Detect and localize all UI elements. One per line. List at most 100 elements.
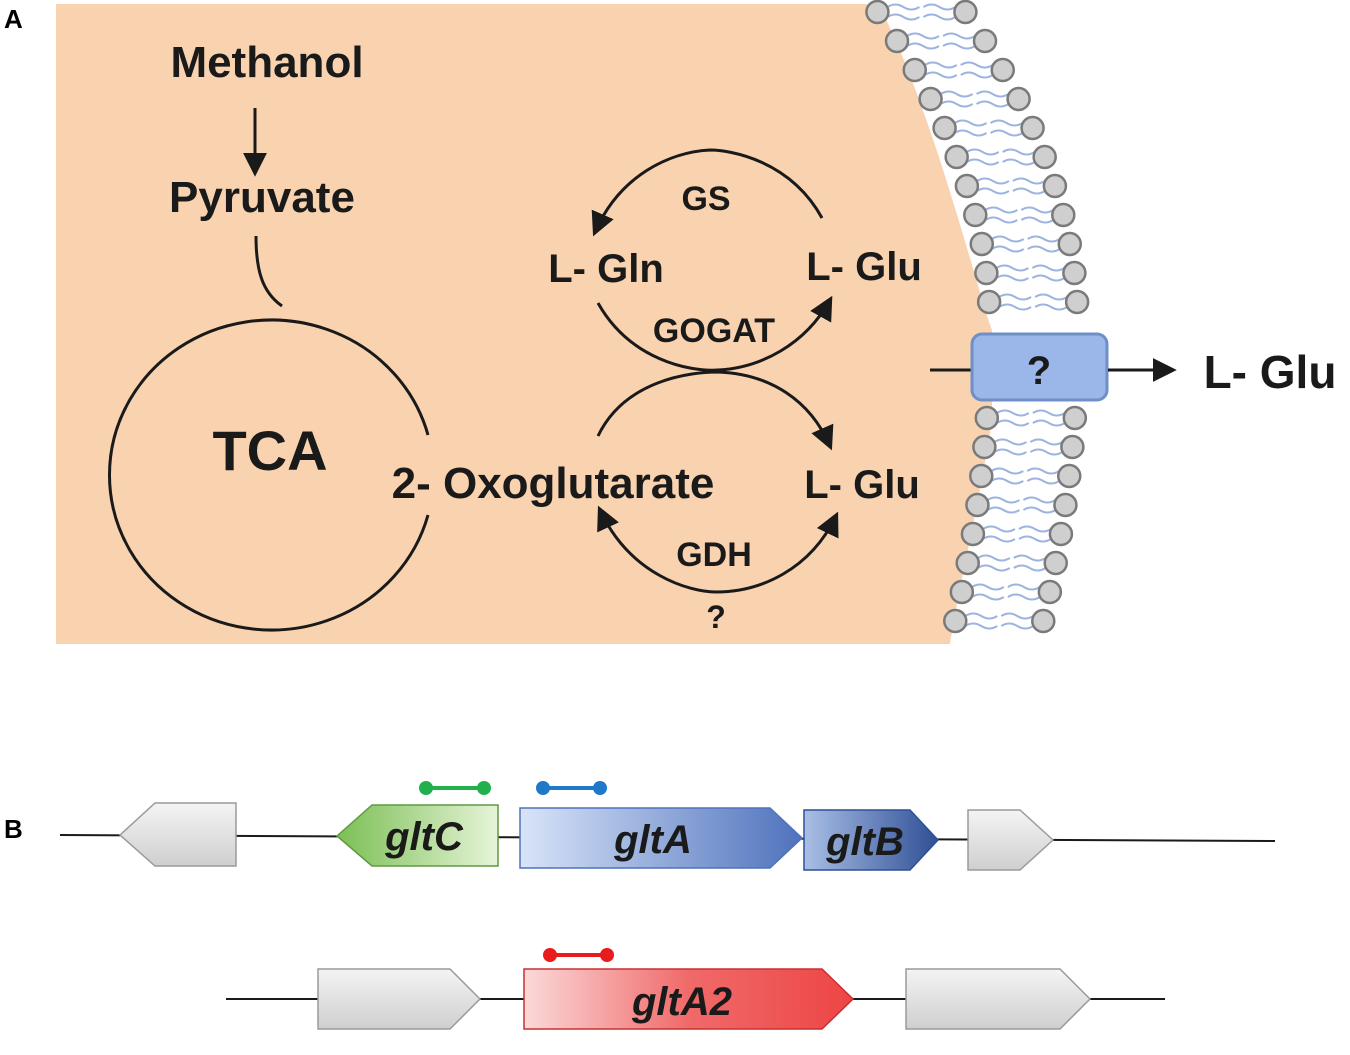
lipid-head: [955, 550, 980, 576]
tca-label: TCA: [212, 419, 327, 482]
gene-gltA2: [523, 968, 855, 1030]
transporter-box: [970, 332, 1109, 402]
lipid-tail: [886, 13, 956, 21]
lipid-head: [974, 405, 1000, 431]
lipid-tail: [906, 42, 976, 50]
lipid-tail: [966, 158, 1036, 166]
lipid-head: [976, 289, 1002, 315]
oxoglutarate-label: 2- Oxoglutarate: [392, 459, 715, 508]
lipid-tail: [986, 506, 1056, 514]
pyruvate-to-tca-line: [254, 235, 283, 308]
lipid-tail: [886, 3, 956, 11]
lipid-head: [1020, 115, 1045, 141]
lipid-head: [969, 231, 995, 257]
lipid-head: [918, 86, 943, 112]
panel-label-a: A: [4, 4, 23, 34]
lipid-tail: [990, 467, 1060, 475]
lipid-head: [1053, 492, 1078, 518]
lipid-tail: [924, 61, 994, 69]
lipid-tail: [971, 593, 1041, 601]
lipid-tail: [995, 264, 1065, 272]
lipid-head: [1037, 579, 1063, 605]
lipid-tail: [964, 622, 1034, 630]
lipid-head: [974, 260, 999, 286]
lipid-tail: [977, 564, 1047, 572]
lipid-tail: [991, 245, 1061, 253]
pyruvate-label: Pyruvate: [169, 173, 355, 222]
lipid-tail: [998, 293, 1068, 301]
lipid-head: [949, 579, 975, 605]
lipid-head: [1062, 405, 1088, 431]
lipid-tail: [998, 303, 1068, 311]
lipid-head: [963, 202, 988, 228]
lipid-tail: [996, 409, 1066, 417]
gs-label: GS: [681, 180, 730, 218]
gdh-label: GDH: [676, 536, 752, 574]
lipid-head: [1057, 463, 1082, 489]
gs-arrow: [591, 148, 824, 237]
gdh-arrow: [597, 505, 839, 594]
methanol-label: Methanol: [170, 38, 363, 87]
lipid-tail: [964, 612, 1034, 620]
lipid-head: [1060, 434, 1085, 460]
lipid-bilayer-membrane: [865, 0, 1090, 634]
gene-gltB-label: gltB: [825, 820, 904, 864]
lipid-head: [960, 521, 986, 547]
row1-gene-5: [967, 809, 1055, 871]
lipid-head: [932, 115, 957, 141]
lipid-head: [1031, 608, 1056, 634]
lipid-tail: [924, 71, 994, 79]
gene-gltA: [519, 807, 804, 869]
lipid-tail: [984, 206, 1054, 214]
lipid-head: [990, 57, 1015, 83]
gene-gltC-label: gltC: [384, 815, 464, 859]
lipid-tail: [906, 32, 976, 40]
lipid-tail: [991, 235, 1061, 243]
gene-gltA2-label: gltA2: [631, 980, 732, 1024]
gogat-arrow: [596, 295, 833, 372]
l-gln-label: L- Gln: [548, 247, 664, 291]
probe-green: [419, 781, 491, 795]
lipid-tail: [954, 119, 1024, 127]
cell-cytoplasm: [56, 4, 992, 644]
lipid-tail: [966, 148, 1036, 156]
lipid-tail: [995, 274, 1065, 282]
lipid-tail: [982, 525, 1052, 533]
lipid-head: [953, 0, 978, 25]
lipid-tail: [993, 448, 1063, 456]
lipid-tail: [954, 129, 1024, 137]
gene-gltC: [335, 804, 499, 867]
gdh-question-mark: ?: [706, 599, 726, 635]
gogat-label: GOGAT: [653, 312, 775, 350]
lipid-tail: [971, 583, 1041, 591]
lipid-head: [943, 608, 968, 634]
lipid-head: [1042, 173, 1068, 199]
row1-gene-1: [118, 802, 237, 867]
lipid-head: [969, 463, 994, 489]
lipid-tail: [990, 477, 1060, 485]
lipid-head: [1051, 202, 1076, 228]
gene-gltB: [803, 809, 940, 871]
lipid-tail: [993, 438, 1063, 446]
lipid-tail: [984, 216, 1054, 224]
lipid-head: [884, 28, 910, 54]
lipid-tail: [976, 177, 1046, 185]
lipid-head: [1006, 86, 1031, 112]
oxoglutarate-to-glu-arrow: [596, 370, 834, 451]
lipid-tail: [976, 187, 1046, 195]
lipid-tail: [986, 496, 1056, 504]
lipid-head: [954, 173, 980, 199]
lipid-tail: [977, 554, 1047, 562]
lipid-head: [902, 57, 927, 83]
lipid-head: [1043, 550, 1068, 576]
lipid-head: [972, 28, 998, 54]
probe-red: [543, 948, 614, 962]
transporter-question-mark: ?: [1027, 349, 1051, 393]
lipid-head: [1062, 260, 1087, 286]
tca-cycle-circle: [107, 318, 430, 632]
l-glu-middle-label: L- Glu: [804, 463, 920, 507]
lipid-head: [944, 144, 969, 170]
l-glu-extracellular-label: L- Glu: [1204, 346, 1337, 398]
lipid-tail: [982, 535, 1052, 543]
